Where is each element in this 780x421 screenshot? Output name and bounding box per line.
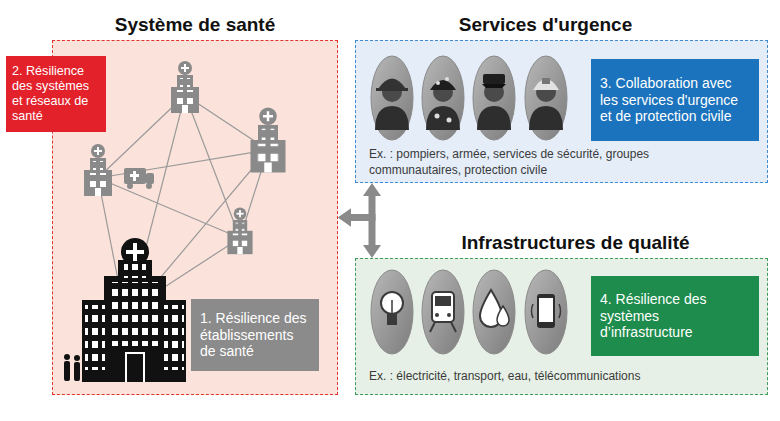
emergency-ground [355, 40, 768, 183]
people-figures [64, 354, 80, 381]
example-note: Ex. : électricité, transport, eau, téléc… [369, 369, 761, 385]
box-label: 1. Résilience des établissements de sant… [200, 310, 310, 360]
region-heading: Système de santé [53, 14, 337, 36]
box-label: 3. Collaboration avec les services d'urg… [600, 75, 750, 125]
infrastructure-region: 4. Résilience des systèmes d’infrastruct… [355, 258, 768, 395]
resilience-box: 2. Résilience des systèmes et réseaux de… [6, 56, 106, 132]
resilience-box: 4. Résilience des systèmes d’infrastruct… [591, 276, 759, 356]
box-label: 4. Résilience des systèmes d’infrastruct… [600, 291, 750, 341]
ambulance-icon [124, 168, 154, 189]
region-heading: Services d'urgence [340, 14, 751, 36]
main-hospital [82, 238, 186, 382]
health-system-region: 2. Résilience des systèmes et réseaux de… [52, 40, 338, 395]
region-heading: Infrastructures de qualité [370, 232, 780, 254]
collaboration-box: 3. Collaboration avec les services d'urg… [591, 59, 759, 141]
resilience-box: 1. Résilience des établissements de sant… [191, 299, 319, 371]
network-lines [98, 95, 268, 290]
hospital-icon [227, 207, 252, 254]
infrastructure-ground [355, 258, 768, 395]
emergency-services-region: 3. Collaboration avec les services d'urg… [355, 40, 768, 183]
hospital-icon [251, 108, 286, 173]
hospital-icon [84, 144, 112, 196]
example-note: Ex. : pompiers, armée, services de sécur… [369, 147, 704, 178]
connector-arrow [351, 218, 372, 246]
infrastructure-icons [371, 270, 567, 354]
hospital-icon [171, 61, 199, 113]
box-label: 2. Résilience des systèmes et réseaux de… [12, 64, 100, 124]
emergency-icons [371, 56, 567, 140]
